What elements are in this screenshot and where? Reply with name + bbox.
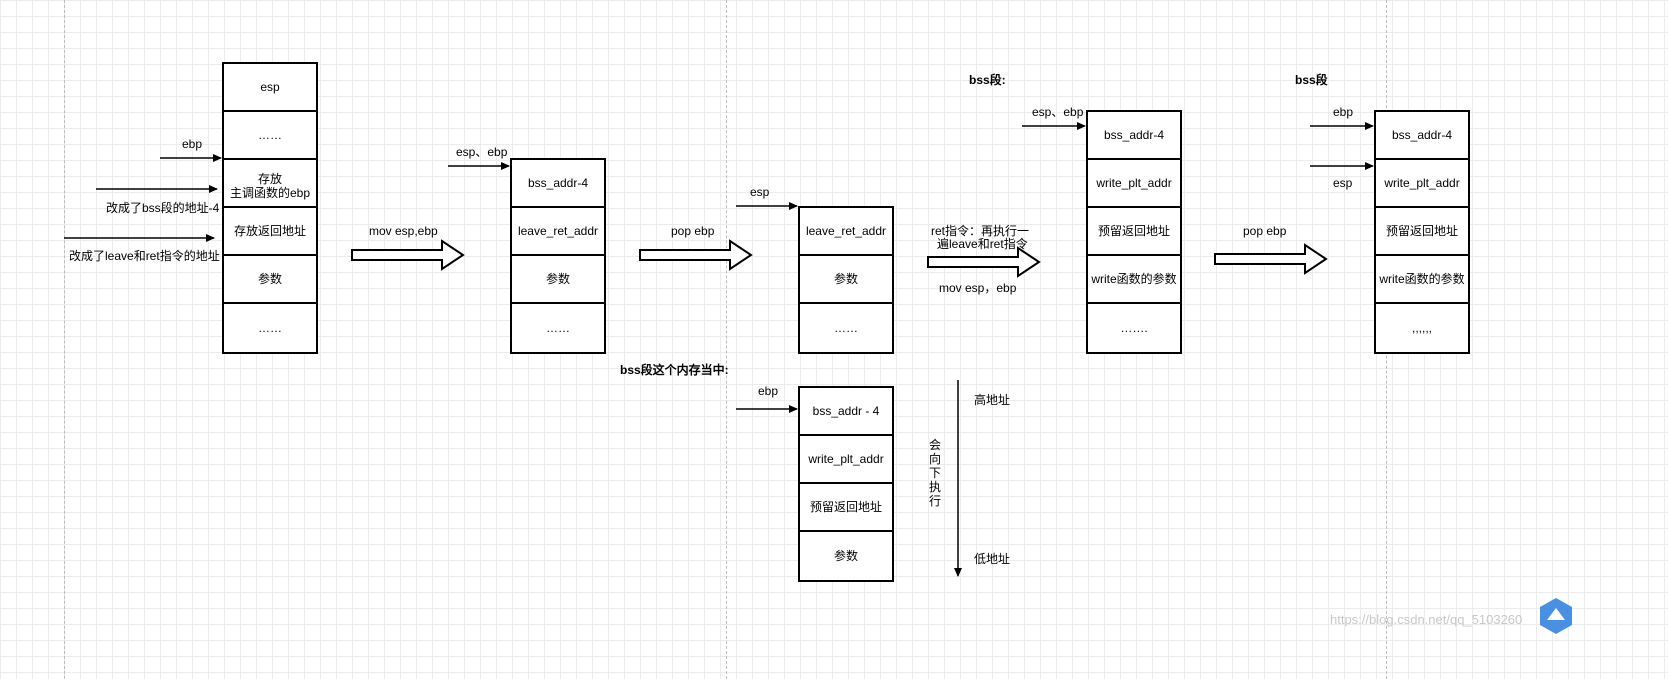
stack-cell: bss_addr - 4 [800,388,892,436]
stack-5: bss_addr-4 write_plt_addr 预留返回地址 write函数… [1374,110,1470,354]
stack-cell: …… [224,112,316,160]
block-arrow [351,239,465,271]
bss-memory-title: bss段这个内存当中: [620,363,729,377]
stack-cell: leave_ret_addr [800,208,892,256]
stack-cell: leave_ret_addr [512,208,604,256]
ret-instruction-label: ret指令：再执行一 [931,224,1030,238]
stack-cell: bss_addr-4 [1088,112,1180,160]
downward-execution-label: 会向下执行 [928,438,941,508]
stack-cell: ,,,,,, [1411,321,1432,335]
stack-cell: write函数的参数 [1376,256,1468,304]
leave-ret-change-note: 改成了leave和ret指令的地址 [69,249,220,263]
esp-ebp-label: esp、ebp [1032,105,1084,119]
stack-1: esp …… 存放 主调函数的ebp 存放返回地址 参数 …… [222,62,318,354]
stack-cell: bss_addr-4 [512,160,604,208]
guide-line [726,0,727,679]
stack-cell: …… [258,321,282,335]
watermark: https://blog.csdn.net/qq_5103260 [1330,612,1523,627]
stack-cell: …… [834,321,858,335]
mov-esp-ebp-label: mov esp,ebp [369,224,438,238]
bss-change-note: 改成了bss段的地址-4 [106,201,220,215]
block-arrow [1214,243,1328,275]
stack-cell: 参数 [512,256,604,304]
stack-4: bss_addr-4 write_plt_addr 预留返回地址 write函数… [1086,110,1182,354]
stack-cell: 预留返回地址 [800,484,892,532]
stack-cell: 参数 [833,549,858,563]
mov-esp-ebp-label: mov esp，ebp [939,281,1017,295]
ret-instruction-label-2: 遍leave和ret指令 [937,237,1028,251]
stack-cell: 预留返回地址 [1376,208,1468,256]
stack-cell: write_plt_addr [800,436,892,484]
stack-3: leave_ret_addr 参数 …… [798,206,894,354]
pop-ebp-label: pop ebp [1243,224,1287,238]
high-address-label: 高地址 [974,393,1011,407]
pop-ebp-label: pop ebp [671,224,715,238]
esp-label: esp [1333,176,1353,190]
bss-segment-title: bss段: [969,73,1006,87]
esp-label: esp [750,185,770,199]
esp-ebp-label: esp、ebp [456,145,508,159]
block-arrow [927,246,1041,278]
ebp-label: ebp [182,137,203,151]
stack-cell: write函数的参数 [1088,256,1180,304]
stack-2: bss_addr-4 leave_ret_addr 参数 …… [510,158,606,354]
stack-cell: write_plt_addr [1088,160,1180,208]
stack-cell: write_plt_addr [1376,160,1468,208]
stack-cell: 参数 [224,256,316,304]
stack-cell: ……. [1120,321,1148,335]
stack-cell: 预留返回地址 [1088,208,1180,256]
stack-cell: bss_addr-4 [1376,112,1468,160]
guide-line [64,0,65,679]
stack-cell: 参数 [800,256,892,304]
stack-cell: 存放 主调函数的ebp [224,160,316,208]
ebp-label: ebp [1333,105,1354,119]
low-address-label: 低地址 [974,552,1011,566]
stack-cell: 存放返回地址 [224,208,316,256]
csdn-logo-icon [1538,596,1574,636]
stack-cell: …… [546,321,570,335]
ebp-label: ebp [758,384,779,398]
stack-cell: esp [224,64,316,112]
bss-segment-title: bss段 [1295,73,1328,87]
stack-bss: bss_addr - 4 write_plt_addr 预留返回地址 参数 [798,386,894,582]
block-arrow [639,239,753,271]
